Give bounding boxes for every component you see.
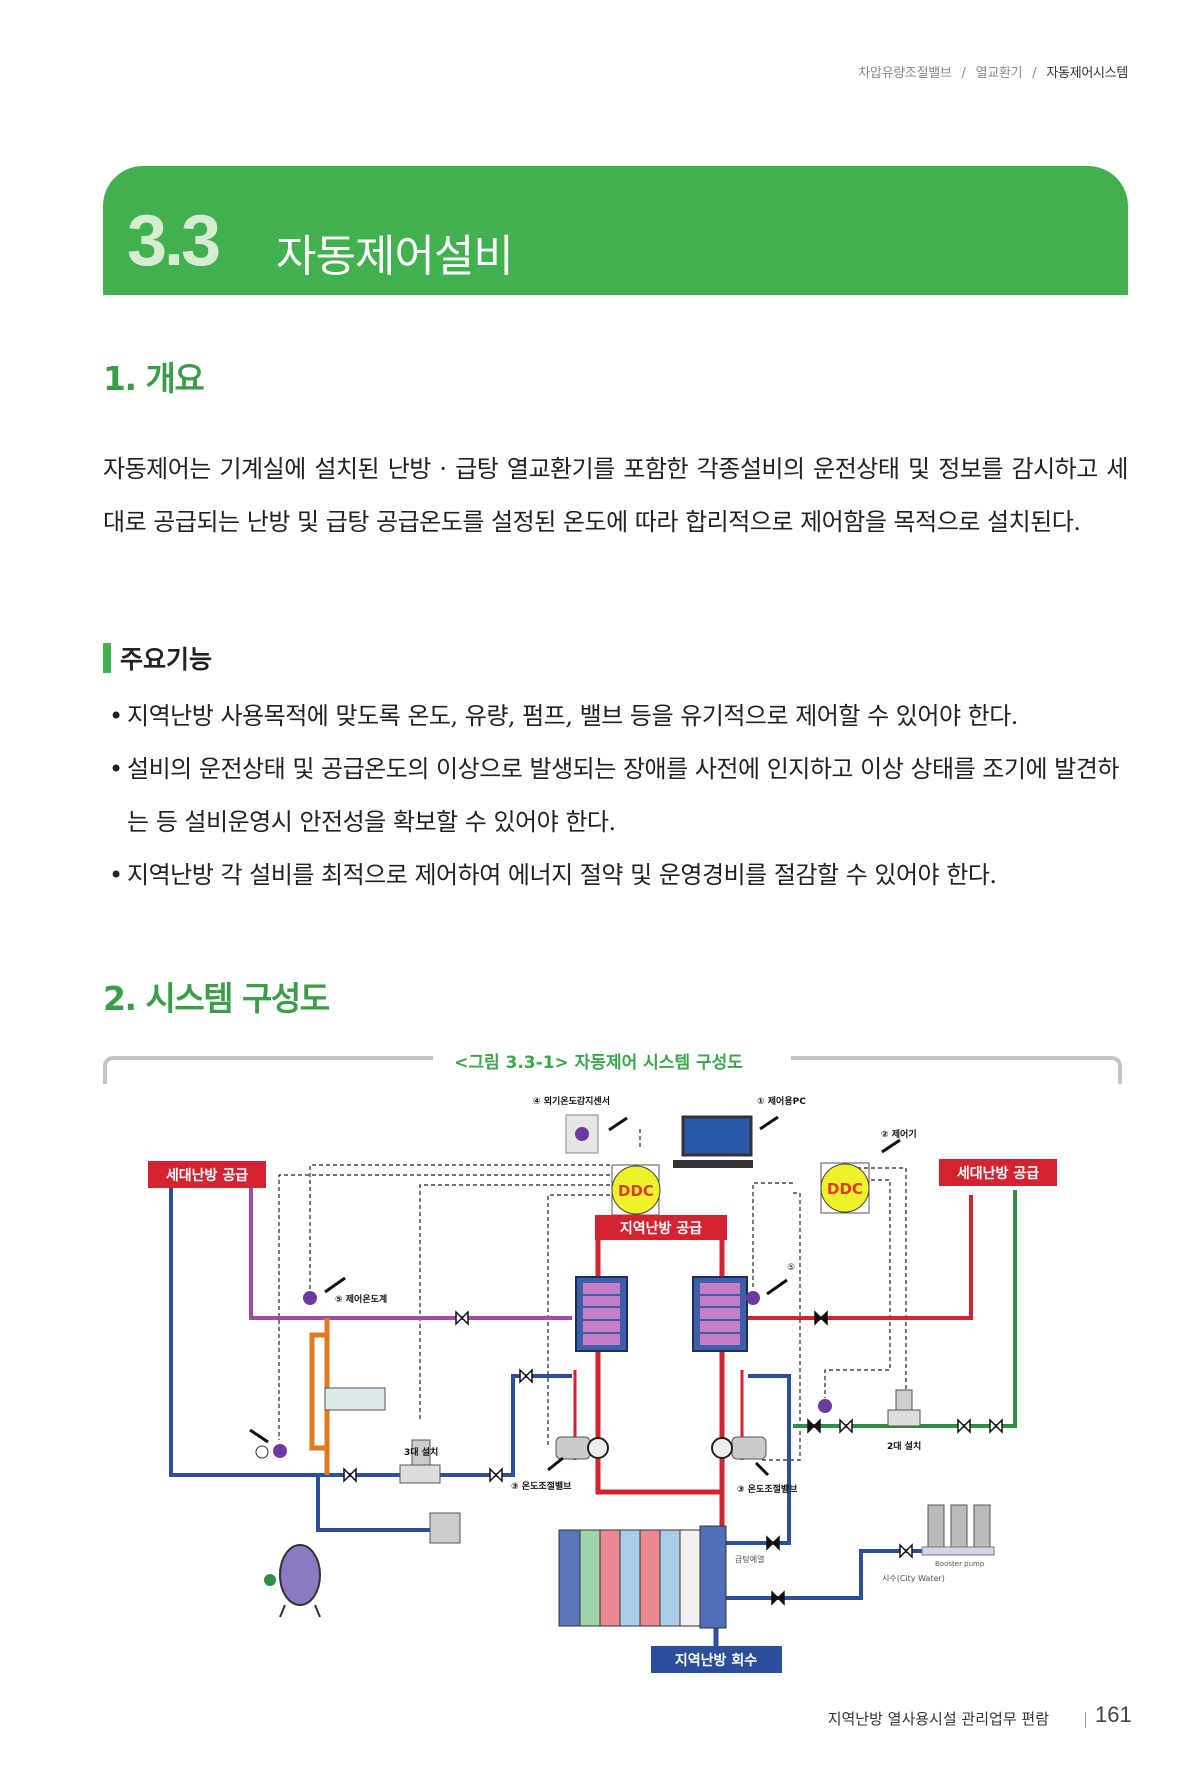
breadcrumb: 차압유량조절밸브 / 열교환기 / 자동제어시스템	[858, 62, 1128, 81]
overview-paragraph: 자동제어는 기계실에 설치된 난방 · 급탕 열교환기를 포함한 각종설비의 운…	[103, 455, 1129, 536]
dh-supply-label: 지역난방 공급	[620, 1220, 702, 1237]
dh-return-box: 지역난방 회수	[651, 1646, 782, 1673]
section-heading-system: 2. 시스템 구성도	[103, 979, 330, 1018]
label-valve-left: ③ 온도조절밸브	[511, 1480, 572, 1492]
valve-icons	[343, 1310, 1003, 1606]
figure-frame-left	[103, 1056, 433, 1084]
label-preheat: 급탕예열	[735, 1554, 764, 1564]
ddc-controller-right: DDC	[820, 1162, 870, 1214]
control-signal-lines	[278, 1128, 907, 1461]
supply-left-box: 세대난방 공급	[148, 1161, 266, 1188]
list-item-text: 설비의 운전상태 및 공급온도의 이상으로 발생되는 장애를 사전에 인지하고 …	[127, 755, 1119, 836]
list-item: •지역난방 사용목적에 맞도록 온도, 유량, 펌프, 밸브 등을 유기적으로 …	[103, 690, 1128, 743]
label-control-pc: ① 제어용PC	[757, 1095, 806, 1107]
ddc-controller-left: DDC	[611, 1164, 661, 1216]
label-3-units: 3대 설치	[404, 1446, 438, 1458]
callout-arrows	[249, 1115, 901, 1477]
breadcrumb-item: 차압유량조절밸브	[858, 66, 952, 81]
chapter-banner: 3.3 자동제어설비	[103, 166, 1128, 295]
label-sensor-5: ⑤	[787, 1263, 795, 1273]
list-item: •지역난방 각 설비를 최적으로 제어하여 에너지 절약 및 운영경비를 절감할…	[103, 849, 1128, 902]
breadcrumb-separator: /	[961, 66, 966, 81]
list-item: •설비의 운전상태 및 공급온도의 이상으로 발생되는 장애를 사전에 인지하고…	[103, 743, 1128, 849]
dh-supply-box: 지역난방 공급	[595, 1215, 727, 1240]
bullet-icon: •	[109, 702, 123, 730]
control-pc-icon	[673, 1115, 753, 1168]
heat-exchanger-heating	[575, 1276, 628, 1352]
bullet-icon: •	[109, 755, 123, 783]
list-item-text: 지역난방 사용목적에 맞도록 온도, 유량, 펌프, 밸브 등을 유기적으로 제…	[127, 702, 1018, 730]
ddc-label: DDC	[618, 1182, 654, 1200]
label-outdoor-sensor: ④ 외기온도감지센서	[533, 1095, 610, 1107]
supply-right-label: 세대난방 공급	[957, 1165, 1039, 1182]
ddc-label: DDC	[827, 1180, 863, 1198]
label-booster-pump: Booster pump	[935, 1560, 985, 1568]
label-controller: ② 제어기	[881, 1128, 917, 1140]
expansion-tank-icon	[264, 1544, 321, 1618]
heat-exchanger-hotwater	[692, 1276, 748, 1352]
breadcrumb-current: 자동제어시스템	[1046, 66, 1128, 81]
section-heading-overview: 1. 개요	[103, 359, 205, 398]
figure-caption: <그림 3.3-1> 자동제어 시스템 구성도	[454, 1053, 743, 1073]
label-city-water: 시수(City Water)	[882, 1574, 945, 1583]
booster-pump-icon	[921, 1504, 995, 1556]
supply-right-box: 세대난방 공급	[939, 1159, 1057, 1186]
subheading-main-functions: 주요기능	[103, 640, 212, 676]
label-valve-right: ③ 온도조절밸브	[737, 1483, 798, 1495]
footer-book-title: 지역난방 열사용시설 관리업무 편람	[827, 1710, 1049, 1728]
chapter-number: 3.3	[127, 201, 221, 281]
subheading-text: 주요기능	[120, 645, 213, 674]
chapter-title: 자동제어설비	[276, 231, 514, 282]
dh-return-label: 지역난방 회수	[675, 1652, 757, 1669]
label-2-units: 2대 설치	[887, 1440, 921, 1452]
control-valve-actuators	[324, 1387, 921, 1544]
footer-separator	[1085, 1712, 1086, 1728]
figure-frame-right	[791, 1056, 1122, 1084]
breadcrumb-item: 열교환기	[975, 66, 1023, 81]
page-number: 161	[1095, 1702, 1132, 1727]
list-item-text: 지역난방 각 설비를 최적으로 제어하여 에너지 절약 및 운영경비를 절감할 …	[127, 861, 997, 889]
temperature-sensors	[255, 1291, 832, 1459]
outdoor-sensor-icon	[565, 1114, 599, 1154]
function-list: •지역난방 사용목적에 맞도록 온도, 유량, 펌프, 밸브 등을 유기적으로 …	[103, 690, 1128, 902]
bullet-icon: •	[109, 861, 123, 889]
plate-heat-exchanger-preheat	[558, 1525, 727, 1629]
label-control-thermometer: ⑤ 제어온도계	[335, 1293, 387, 1305]
supply-left-label: 세대난방 공급	[166, 1167, 248, 1184]
breadcrumb-separator: /	[1032, 66, 1037, 81]
subheading-bar	[103, 643, 111, 673]
